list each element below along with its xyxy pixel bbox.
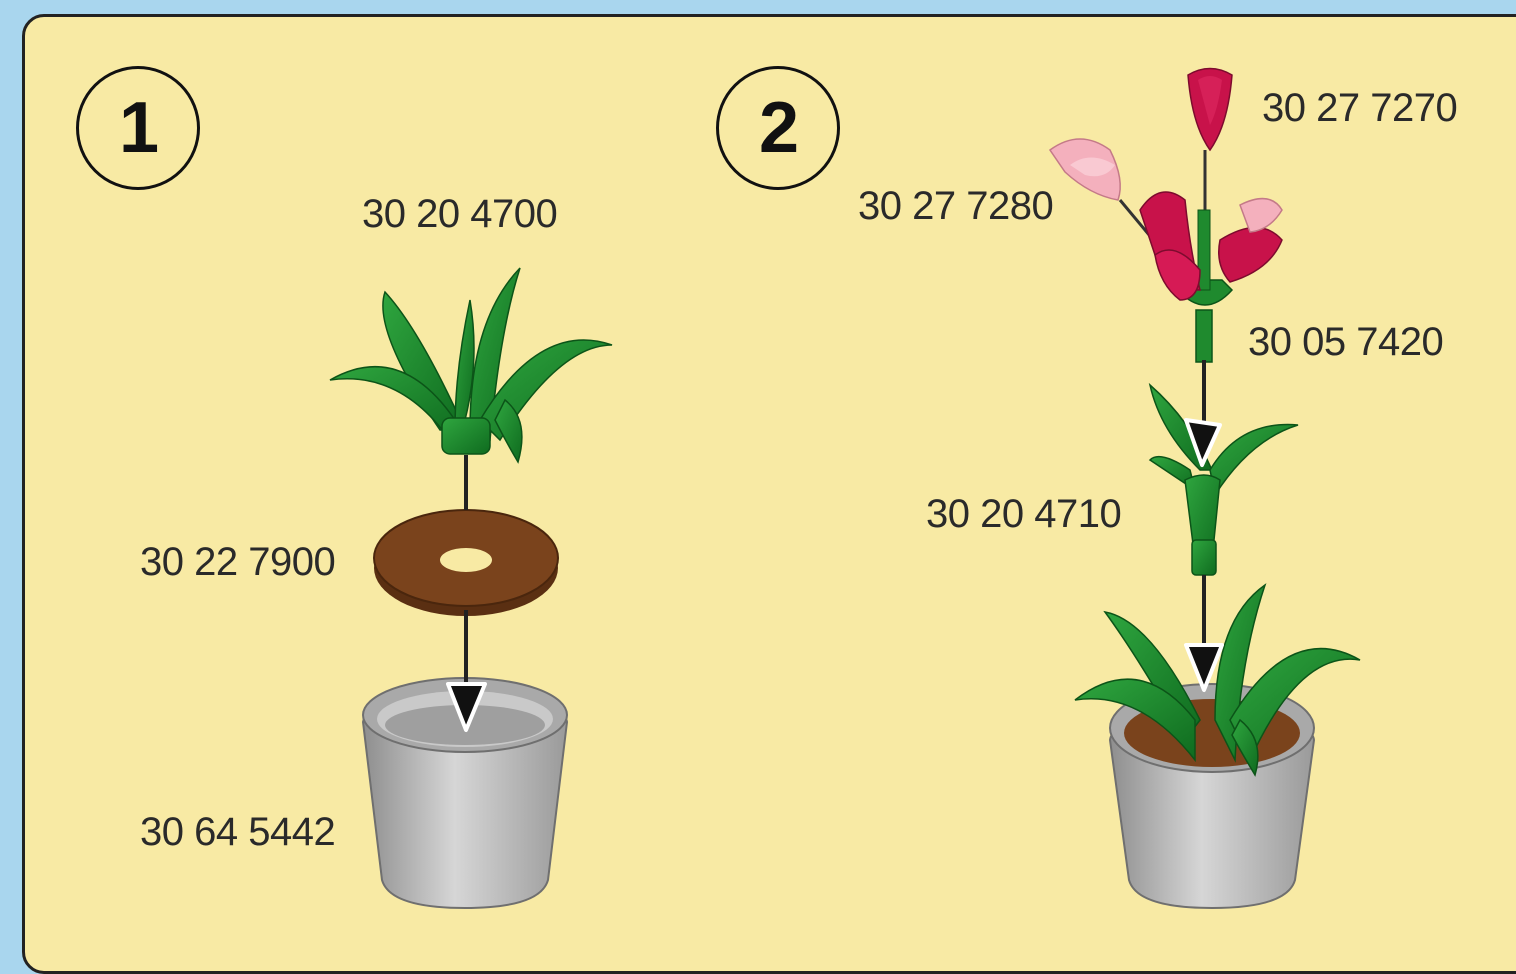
step-2-top-flower bbox=[1188, 69, 1232, 151]
step-2-badge: 2 bbox=[716, 66, 840, 190]
part-number-leaf-stem: 30 20 4710 bbox=[926, 492, 1121, 537]
step-1-leaves bbox=[330, 268, 612, 462]
part-number-leaves: 30 20 4700 bbox=[362, 192, 557, 237]
part-number-pot: 30 64 5442 bbox=[140, 810, 335, 855]
part-number-soil-disc: 30 22 7900 bbox=[140, 540, 335, 585]
part-number-flower-cluster: 30 27 7280 bbox=[858, 184, 1053, 229]
part-number-stem: 30 05 7420 bbox=[1248, 320, 1443, 365]
step-2-flower-cluster bbox=[1050, 139, 1282, 305]
part-number-top-flower: 30 27 7270 bbox=[1262, 86, 1457, 131]
step-2-pot-plant bbox=[1075, 585, 1360, 908]
step-1-soil-disc bbox=[374, 510, 558, 616]
step-2-leaf-stem bbox=[1150, 385, 1298, 575]
step-2-flower-stem bbox=[1196, 310, 1212, 362]
step-1-badge: 1 bbox=[76, 66, 200, 190]
